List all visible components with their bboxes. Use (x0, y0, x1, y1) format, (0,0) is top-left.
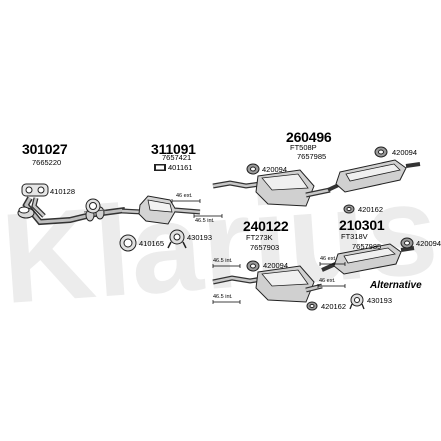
ref-number-7657903: 7657903 (250, 243, 280, 252)
fitting-label-420094: 420094 (416, 239, 441, 248)
dimension-46-ext: 46 ext. (319, 278, 336, 284)
dimension-46-5-int: 46.5 int. (213, 294, 233, 300)
code-FT318V: FT318V (341, 232, 368, 241)
part-number-210301: 210301 (339, 217, 385, 233)
fitting-label-410165: 410165 (139, 239, 165, 248)
part-number-260496: 260496 (286, 129, 332, 145)
fitting-label-420094: 420094 (262, 165, 288, 174)
ref-number-7657985: 7657985 (352, 242, 382, 251)
fitting-label-420162: 420162 (321, 302, 347, 311)
fitting-label-430193: 430193 (187, 233, 213, 242)
ref-number-7657985: 7657985 (297, 152, 327, 161)
dimension-lines-top (171, 199, 223, 218)
rear-silencer-210301-drawing (321, 243, 415, 275)
fitting-label-420094: 420094 (263, 261, 289, 270)
fitting-label-430193: 430193 (367, 296, 393, 305)
gasket-410165-icon (119, 234, 137, 252)
alternative-label: Alternative (370, 280, 422, 291)
dimension-46-5-int: 46.5 int. (213, 258, 233, 264)
clamp-410128-icon (17, 206, 35, 219)
dimension-lines (212, 262, 346, 304)
clamp-430193-icon (167, 229, 187, 249)
middle-silencer-260496-drawing (212, 159, 421, 207)
code-box-icon (154, 164, 166, 171)
part-number-301027: 301027 (22, 141, 68, 157)
hanger-420094-icon (246, 260, 260, 272)
part-number-240122: 240122 (243, 218, 289, 234)
part-number-311091: 311091 (151, 141, 196, 157)
code-FT273K: FT273K (246, 233, 273, 242)
hanger-420162-icon (343, 204, 355, 214)
hanger-420094-icon (246, 163, 260, 175)
hanger-420094-icon (400, 237, 414, 249)
front-pipe-drawing (21, 183, 126, 226)
clamp-430193-icon (349, 293, 365, 310)
dimension-46-ext: 46 ext. (320, 256, 337, 262)
catalytic-converter-drawing (121, 195, 201, 225)
fitting-label-420162: 420162 (358, 205, 384, 214)
ref-number-7665220: 7665220 (32, 158, 62, 167)
middle-silencer-240122-drawing (212, 265, 323, 303)
dimension-46-5-int: 46.5 int. (195, 218, 215, 224)
dimension-46-ext: 46 ext. (176, 193, 193, 199)
fitting-label-420094: 420094 (392, 148, 418, 157)
hanger-420162-icon (306, 301, 318, 311)
hanger-420094-icon (374, 146, 388, 158)
ref-number-7657421: 7657421 (162, 153, 192, 162)
gasket-icon (85, 198, 101, 214)
fitting-label-410128: 410128 (50, 187, 76, 196)
code-401161: 401161 (168, 163, 193, 172)
code-FT508P: FT508P (290, 143, 317, 152)
